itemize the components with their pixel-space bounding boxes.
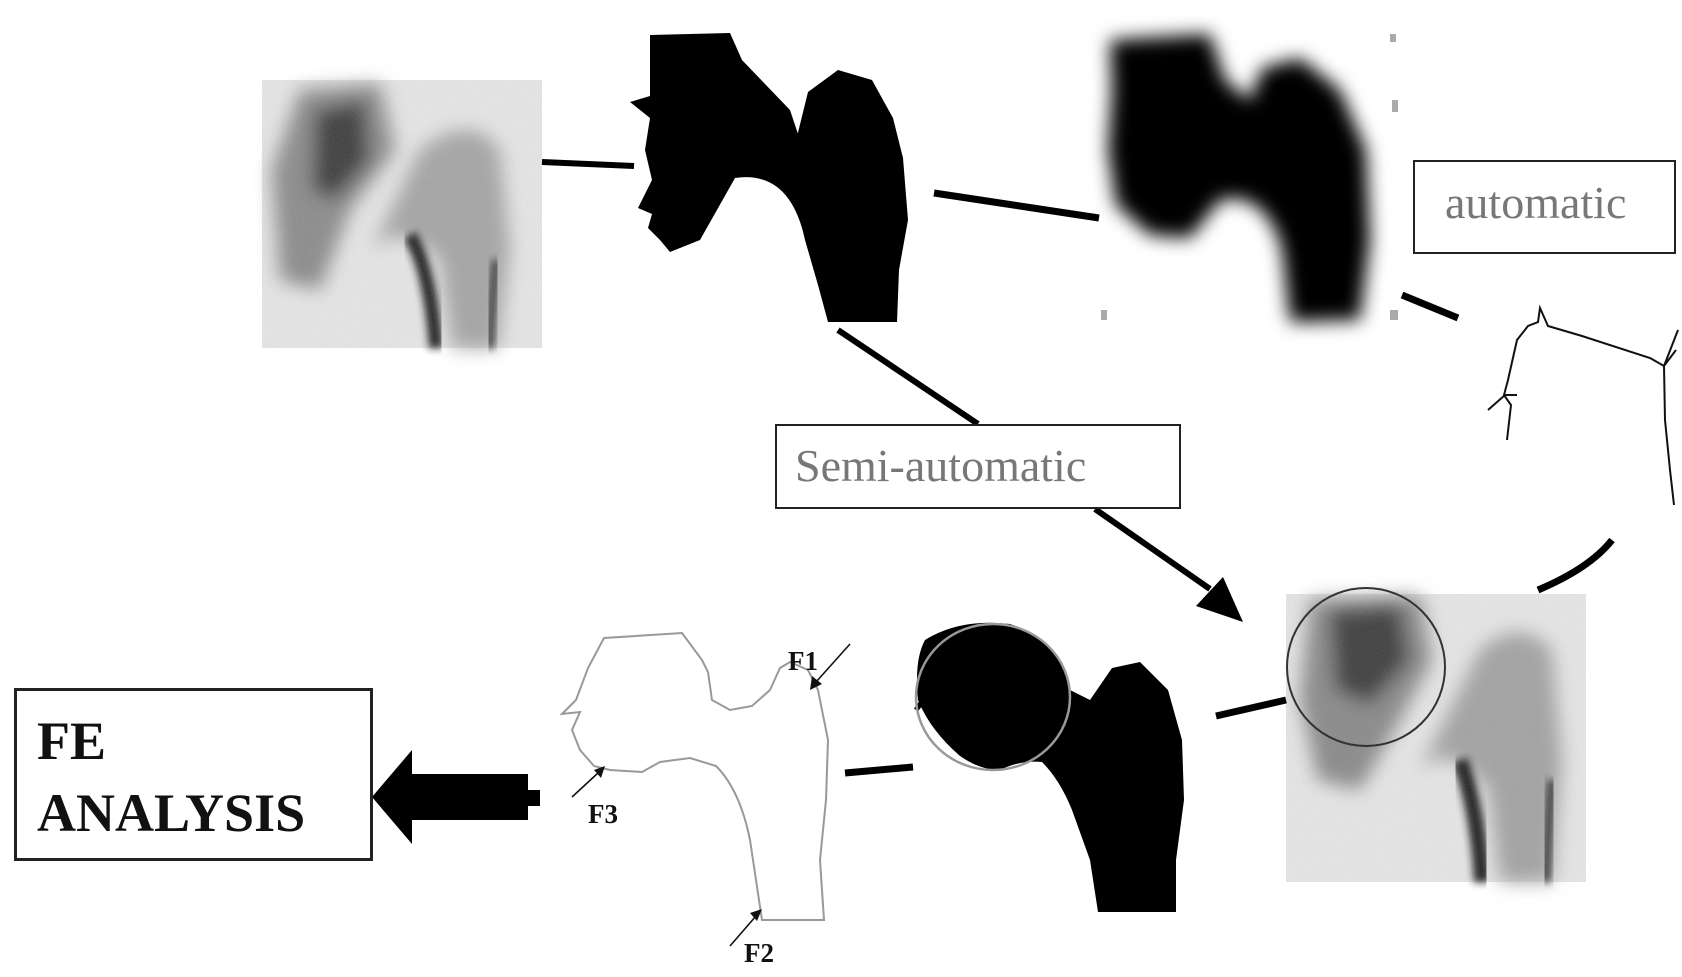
automatic-label: automatic xyxy=(1445,176,1626,229)
connector-line xyxy=(1216,700,1286,716)
fe-analysis-arrow xyxy=(372,750,540,844)
connector-line xyxy=(542,162,634,166)
xray-image-original xyxy=(262,80,542,348)
connector-line xyxy=(1402,295,1458,318)
segmented-silhouette-smoothed xyxy=(1101,33,1401,323)
feature-label-f1: F1 xyxy=(788,646,818,676)
semi-automatic-label: Semi-automatic xyxy=(795,439,1086,492)
fe-analysis-line2: ANALYSIS xyxy=(37,775,305,851)
fe-analysis-line1: FE xyxy=(37,703,106,779)
feature-label-f3: F3 xyxy=(588,799,618,829)
femur-outline-with-features: F1 F3 F2 xyxy=(562,633,850,968)
semi-automatic-label-box: Semi-automatic xyxy=(775,424,1181,509)
feature-label-f2: F2 xyxy=(744,938,774,968)
connector-curve xyxy=(1538,540,1612,590)
automatic-contour-lines xyxy=(1488,308,1678,505)
automatic-label-box: automatic xyxy=(1413,160,1676,254)
segmented-silhouette-raw xyxy=(630,33,908,322)
fe-analysis-box: FE ANALYSIS xyxy=(14,688,373,861)
xray-image-with-circle xyxy=(1286,588,1586,882)
segmented-silhouette-circle-fit xyxy=(916,623,1184,912)
connector-line xyxy=(934,193,1099,218)
connector-line xyxy=(845,767,913,773)
